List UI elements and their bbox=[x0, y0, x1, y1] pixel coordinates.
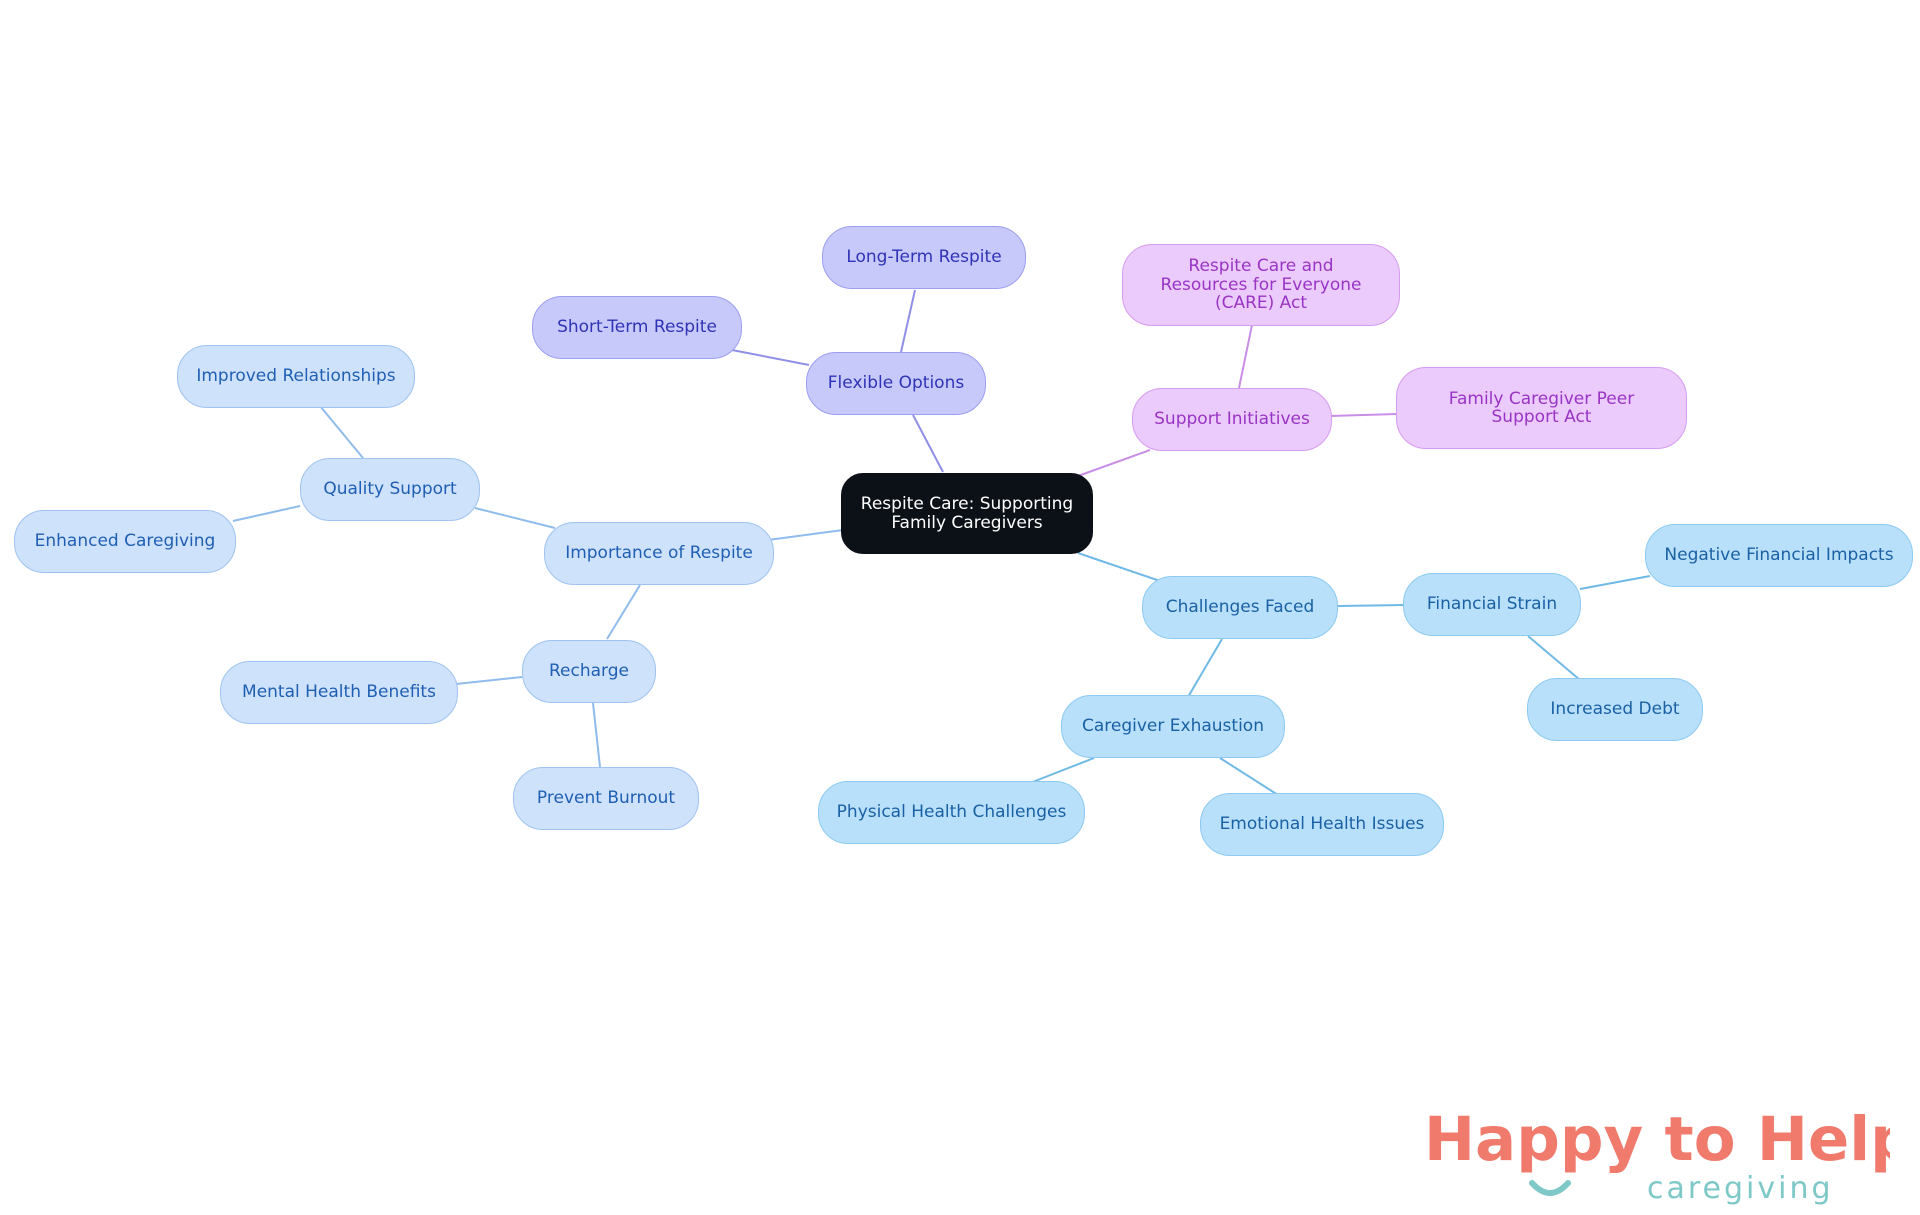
edge-financial-negative bbox=[1579, 575, 1651, 590]
node-financial-strain[interactable]: Financial Strain bbox=[1403, 573, 1581, 636]
node-enhanced-caregiving[interactable]: Enhanced Caregiving bbox=[14, 510, 236, 573]
node-importance-of-respite[interactable]: Importance of Respite bbox=[544, 522, 774, 585]
node-emotional-health-issues[interactable]: Emotional Health Issues bbox=[1200, 793, 1444, 856]
edge-challenges-financial bbox=[1336, 604, 1406, 607]
node-care-act[interactable]: Respite Care and Resources for Everyone … bbox=[1122, 244, 1400, 326]
edge-recharge-burnout bbox=[592, 702, 601, 768]
edge-flexible-longterm bbox=[900, 289, 916, 353]
edge-support-care bbox=[1238, 324, 1253, 389]
edge-recharge-mental bbox=[455, 676, 523, 685]
edge-support-peer bbox=[1329, 413, 1398, 417]
edge-quality-enhanced bbox=[232, 505, 301, 522]
edge-importance-recharge bbox=[606, 584, 641, 640]
node-peer-support-act[interactable]: Family Caregiver Peer Support Act bbox=[1396, 367, 1687, 449]
node-caregiver-exhaustion[interactable]: Caregiver Exhaustion bbox=[1061, 695, 1285, 758]
edge-financial-debt bbox=[1527, 635, 1581, 681]
node-increased-debt[interactable]: Increased Debt bbox=[1527, 678, 1703, 741]
edge-quality-improved bbox=[319, 405, 364, 459]
node-prevent-burnout[interactable]: Prevent Burnout bbox=[513, 767, 699, 830]
edge-root-flexible bbox=[912, 414, 944, 473]
happy-to-help-logo: Happy to Help caregiving bbox=[1420, 1104, 1914, 1206]
node-physical-health-challenges[interactable]: Physical Health Challenges bbox=[818, 781, 1085, 844]
node-short-term-respite[interactable]: Short-Term Respite bbox=[532, 296, 742, 359]
edge-root-challenges bbox=[1077, 552, 1161, 582]
edge-flexible-shortterm bbox=[731, 349, 810, 366]
node-negative-financial-impacts[interactable]: Negative Financial Impacts bbox=[1645, 524, 1913, 587]
logo-sub-text: caregiving bbox=[1647, 1171, 1834, 1205]
root-node[interactable]: Respite Care: Supporting Family Caregive… bbox=[841, 473, 1093, 554]
edge-exhaustion-emotional bbox=[1219, 757, 1279, 796]
edge-challenges-exhaustion bbox=[1187, 638, 1223, 698]
node-recharge[interactable]: Recharge bbox=[522, 640, 656, 703]
logo-main-text: Happy to Help bbox=[1424, 1105, 1890, 1175]
node-long-term-respite[interactable]: Long-Term Respite bbox=[822, 226, 1026, 289]
node-quality-support[interactable]: Quality Support bbox=[300, 458, 480, 521]
node-support-initiatives[interactable]: Support Initiatives bbox=[1132, 388, 1332, 451]
logo-graphic: Happy to Help caregiving bbox=[1424, 1104, 1914, 1206]
smile-icon bbox=[1529, 1180, 1571, 1196]
edge-root-importance bbox=[767, 529, 844, 541]
edge-root-support bbox=[1077, 449, 1151, 477]
node-challenges-faced[interactable]: Challenges Faced bbox=[1142, 576, 1338, 639]
node-improved-relationships[interactable]: Improved Relationships bbox=[177, 345, 415, 408]
node-mental-health-benefits[interactable]: Mental Health Benefits bbox=[220, 661, 458, 724]
node-flexible-options[interactable]: Flexible Options bbox=[806, 352, 986, 415]
edge-exhaustion-physical bbox=[1029, 757, 1095, 784]
edge-importance-quality bbox=[474, 507, 556, 529]
